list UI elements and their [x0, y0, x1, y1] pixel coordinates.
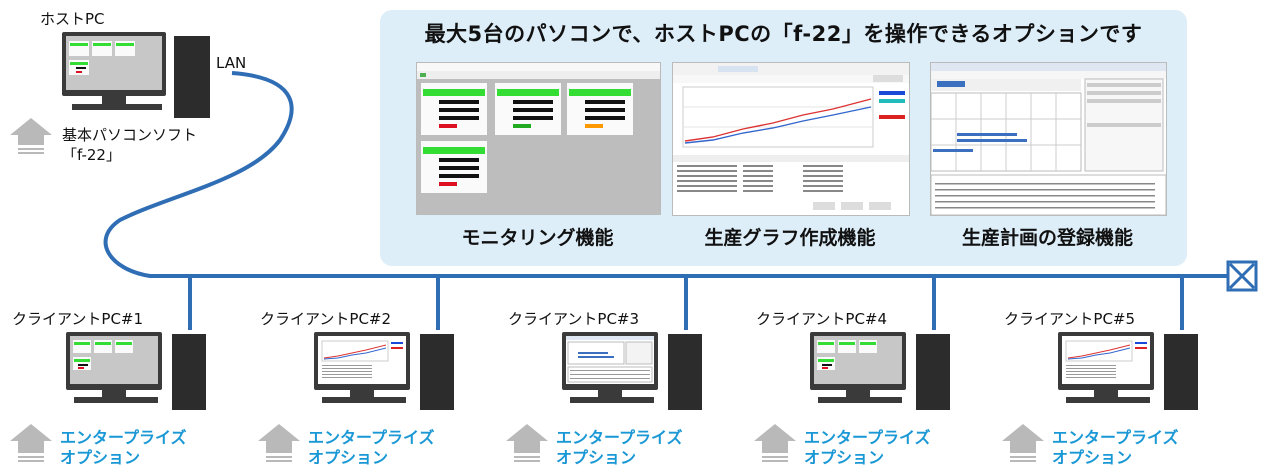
- upgrade-arrow-icon: [754, 424, 796, 466]
- client-pc-label: クライアントPC#1: [12, 310, 144, 328]
- client-pc-icon: [810, 332, 980, 412]
- client-pc-icon: [314, 332, 484, 412]
- client-pc-4: クライアントPC#4 エンタープライズオプション: [746, 0, 986, 470]
- client-pc-1: クライアントPC#1 エンタープライズオプション: [2, 0, 242, 470]
- host-software-line1: 基本パソコンソフト: [62, 126, 198, 144]
- option-label-line1: エンタープライズ: [804, 428, 931, 447]
- upgrade-arrow-icon: [506, 424, 548, 466]
- upgrade-arrow-icon: [1002, 424, 1044, 466]
- client-pc-icon: [1058, 332, 1228, 412]
- option-label-line1: エンタープライズ: [308, 428, 435, 447]
- client-pc-5: クライアントPC#5 エンタープライズオプション: [994, 0, 1234, 470]
- plan-screen-image: [931, 63, 1166, 215]
- host-pc-label: ホストPC: [40, 10, 105, 28]
- feature-label-monitoring: モニタリング機能: [461, 227, 614, 249]
- lan-label: LAN: [216, 54, 247, 72]
- client-pc-label: クライアントPC#5: [1004, 310, 1136, 328]
- option-label-line2: オプション: [308, 448, 389, 467]
- option-label-line2: オプション: [804, 448, 885, 467]
- upgrade-arrow-icon: [10, 424, 52, 466]
- terminator-icon: [1226, 260, 1258, 292]
- upgrade-arrow-icon: [258, 424, 300, 466]
- client-pc-2: クライアントPC#2 エンタープライズオプション: [250, 0, 490, 470]
- host-pc-icon: [62, 32, 222, 122]
- client-pc-label: クライアントPC#2: [260, 310, 392, 328]
- client-pc-label: クライアントPC#3: [508, 310, 640, 328]
- client-pc-icon: [66, 332, 236, 412]
- monitoring-screen-image: [417, 63, 660, 214]
- headline: 最大5台のパソコンで、ホストPCの「f-22」を操作できるオプションです: [424, 22, 1143, 46]
- feature-label-graph: 生産グラフ作成機能: [704, 227, 876, 249]
- option-label-line1: エンタープライズ: [1052, 428, 1179, 447]
- client-pc-label: クライアントPC#4: [756, 310, 888, 328]
- client-pc-icon: [562, 332, 732, 412]
- plan-screenshot: [930, 62, 1167, 216]
- feature-label-plan: 生産計画の登録機能: [961, 227, 1133, 249]
- option-label-line2: オプション: [60, 448, 141, 467]
- host-software-line2: 「f-22」: [62, 146, 121, 164]
- option-label-line1: エンタープライズ: [556, 428, 683, 447]
- monitoring-screenshot: [416, 62, 661, 215]
- option-label-line1: エンタープライズ: [60, 428, 187, 447]
- graph-screenshot: [672, 62, 910, 216]
- lan-cable: [103, 71, 1228, 278]
- option-label-line2: オプション: [1052, 448, 1133, 467]
- option-label-line2: オプション: [556, 448, 637, 467]
- client-pc-3: クライアントPC#3 エンタープライズオプション: [498, 0, 738, 470]
- graph-screen-image: [673, 63, 909, 210]
- host-upgrade-arrow-icon: [10, 118, 52, 158]
